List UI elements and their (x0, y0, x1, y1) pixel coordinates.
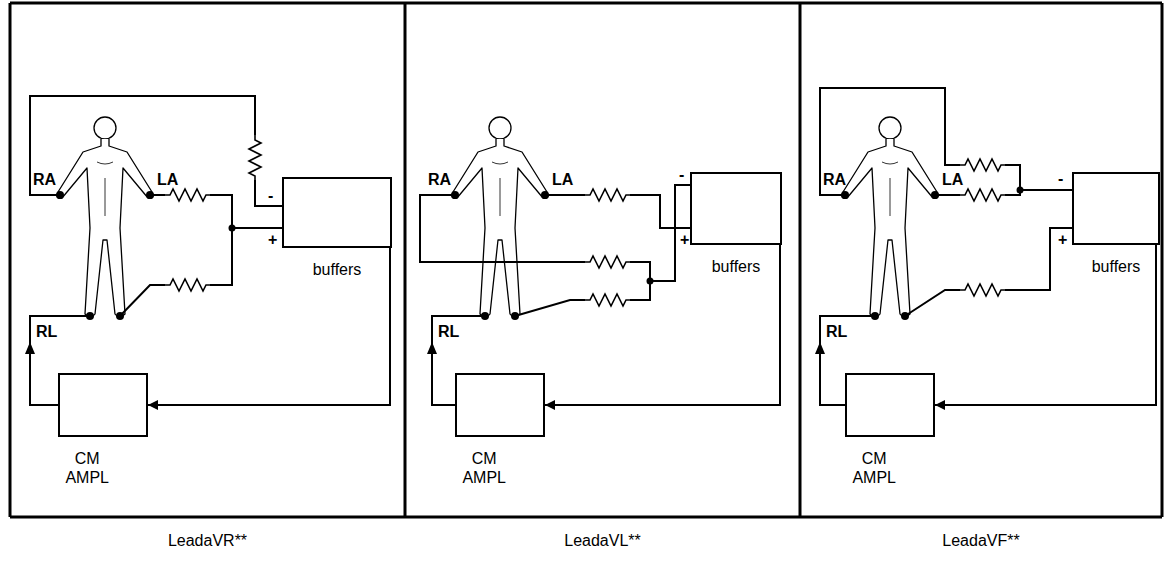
electrode-dot (871, 312, 879, 320)
panel-border (10, 3, 1162, 517)
buffer-box: buffers (282, 177, 392, 248)
wire (820, 88, 1072, 195)
buffer-box: buffers (1072, 172, 1160, 245)
input-polarity: - (679, 167, 684, 183)
resistor-symbol (960, 284, 1005, 296)
wires (30, 88, 1072, 405)
electrode-dots (56, 187, 1024, 321)
lead-panel: LeadaVR**buffersCM AMPL (10, 3, 405, 517)
electrode-label: RA (823, 172, 846, 188)
box-label: buffers (284, 260, 390, 279)
junction-dot (1017, 187, 1024, 194)
panel-frame (10, 3, 1162, 517)
electrode-label: RL (826, 324, 847, 340)
electrode-label: RL (36, 324, 57, 340)
resistor-symbol (585, 294, 630, 306)
electrode-dot (541, 191, 549, 199)
wire (905, 228, 1072, 316)
electrode-label: LA (942, 172, 963, 188)
electrode-dot (901, 312, 909, 320)
arrowhead (25, 342, 35, 354)
wire (545, 195, 690, 228)
rl-arrows (25, 342, 825, 354)
human-figure (452, 117, 548, 317)
electrode-dot (931, 191, 939, 199)
input-polarity: - (1058, 171, 1063, 187)
electrode-label: RL (438, 324, 459, 340)
wire (120, 195, 282, 316)
lead-panel: LeadaVL**buffersCM AMPL (405, 3, 800, 517)
electrode-dot (511, 312, 519, 320)
buffer-box: buffers (690, 172, 782, 245)
input-polarity: + (268, 232, 277, 248)
electrode-label: LA (552, 172, 573, 188)
resistor-symbol (249, 135, 261, 180)
resistor-symbol (585, 189, 630, 201)
input-polarity: + (1058, 232, 1067, 248)
resistors (165, 135, 1005, 306)
box-label: CM AMPL (457, 449, 511, 487)
arrowhead (815, 342, 825, 354)
input-polarity: + (680, 232, 689, 248)
electrode-label: LA (157, 172, 178, 188)
resistor-symbol (960, 189, 1005, 201)
cm-amplifier-box: CM AMPL (845, 373, 935, 437)
resistor-symbol (165, 189, 210, 201)
electrode-dot (56, 191, 64, 199)
wire (420, 185, 690, 316)
lead-caption: LeadaVL** (405, 531, 800, 550)
cm-amplifier-box: CM AMPL (455, 373, 545, 437)
human-figure (57, 117, 153, 317)
wire (30, 96, 282, 206)
electrode-label: RA (33, 172, 56, 188)
box-label: CM AMPL (60, 449, 114, 487)
resistor-symbol (960, 159, 1005, 171)
lead-panel: LeadaVF**buffersCM AMPL (800, 3, 1162, 517)
electrode-dot (116, 312, 124, 320)
electrode-dot (481, 312, 489, 320)
electrode-dot (86, 312, 94, 320)
input-polarity: - (268, 188, 273, 204)
box-label: buffers (1074, 257, 1158, 276)
lead-caption: LeadaVF** (800, 531, 1162, 550)
resistor-symbol (165, 279, 210, 291)
lead-caption: LeadaVR** (10, 531, 405, 550)
cm-amplifier-box: CM AMPL (58, 373, 148, 437)
junction-dot (647, 278, 654, 285)
box-label: CM AMPL (847, 449, 901, 487)
electrode-label: RA (428, 172, 451, 188)
arrowhead (427, 342, 437, 354)
resistor-symbol (585, 256, 630, 268)
electrode-dot (146, 191, 154, 199)
junction-dot (229, 225, 236, 232)
electrode-dot (841, 191, 849, 199)
body-figures (57, 117, 938, 317)
electrode-dot (451, 191, 459, 199)
box-label: buffers (692, 257, 780, 276)
human-figure (842, 117, 938, 317)
